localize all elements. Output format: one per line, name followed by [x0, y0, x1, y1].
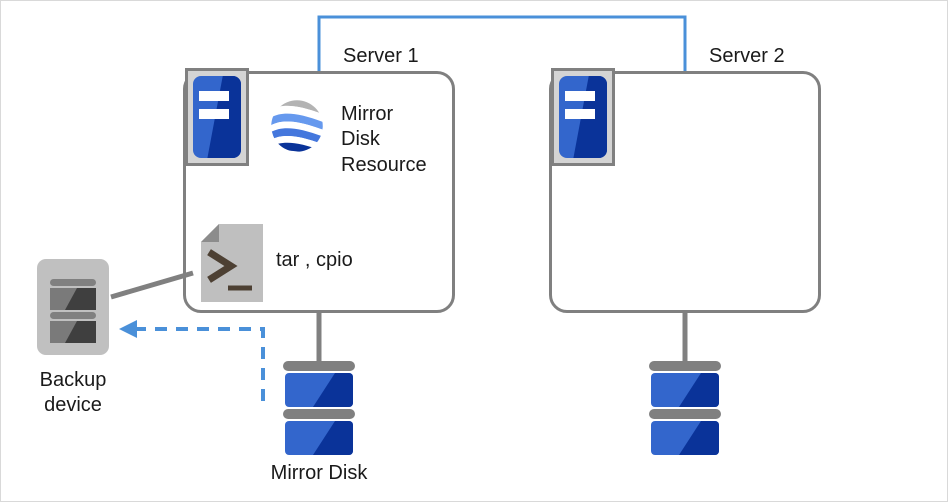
mirror-disk-1-icon[interactable] [283, 361, 355, 463]
server2-label: Server 2 [709, 45, 785, 67]
server1-label: Server 1 [343, 45, 419, 67]
server2-box[interactable] [549, 71, 821, 313]
backup-device-icon[interactable] [37, 259, 109, 355]
server-icon-bar-top [199, 90, 229, 102]
mirror-disk-resource-globe-icon [269, 98, 325, 154]
mirror-disk-2-icon[interactable] [649, 361, 721, 463]
server-icon-bar-bottom [199, 108, 229, 120]
backup-device-label-line2: device [44, 394, 102, 416]
server-icon-body [559, 76, 607, 158]
server2-computer-icon [551, 68, 615, 166]
server1-computer-icon [185, 68, 249, 166]
backup-flow-arrowhead [119, 320, 137, 338]
backup-device-connector [110, 270, 194, 300]
terminal-script-icon [201, 224, 263, 302]
mirror-disk-resource-label-line1: Mirror [341, 103, 394, 125]
backup-flow-dashed-line [135, 327, 265, 401]
mirror-disk-resource-label-line3: Resource [341, 154, 427, 176]
server1-box[interactable] [183, 71, 455, 313]
backup-device-label-line1: Backup [39, 369, 107, 391]
server-icon-body [193, 76, 241, 158]
server-icon-bar-top [565, 90, 595, 102]
mirror-disk-resource-label-line2: Disk [341, 128, 380, 150]
commands-label: tar , cpio [276, 249, 353, 271]
server-icon-bar-bottom [565, 108, 595, 120]
mirror-disk-label: Mirror Disk [270, 462, 368, 484]
